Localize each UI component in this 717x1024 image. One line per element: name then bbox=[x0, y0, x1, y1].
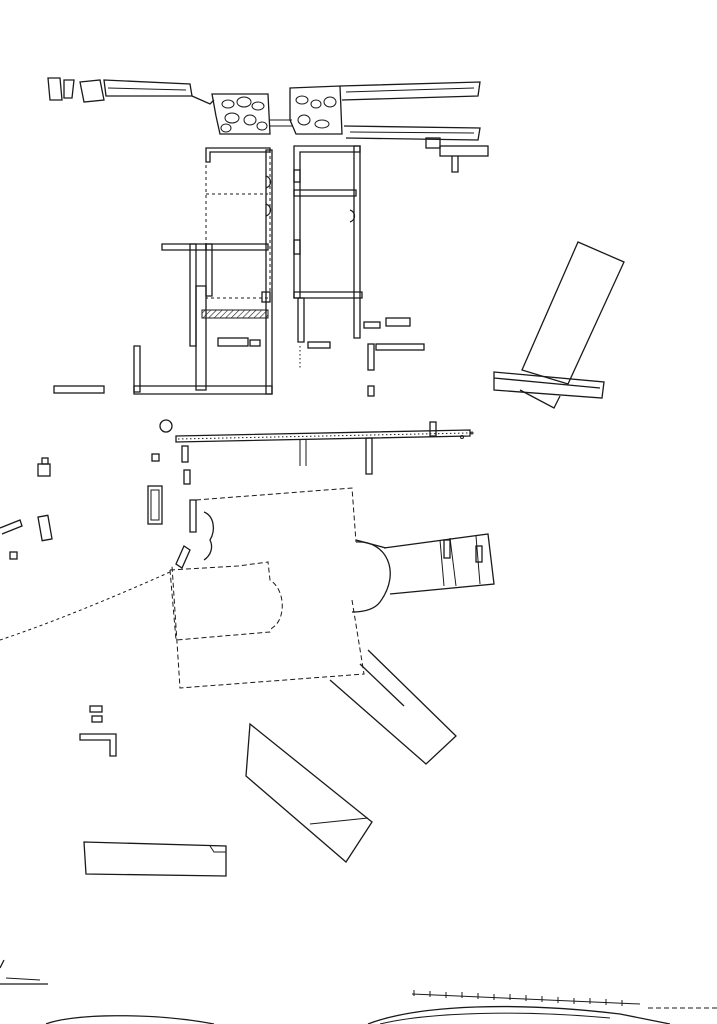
small-features-west bbox=[0, 457, 53, 560]
corner-fragment bbox=[79, 705, 117, 757]
slab-southwest bbox=[83, 841, 227, 877]
top-wall-rubble-left bbox=[211, 93, 292, 135]
slab-south bbox=[245, 722, 373, 863]
left-room-block bbox=[133, 147, 273, 395]
right-room-block bbox=[293, 145, 425, 397]
wall-fragment-west bbox=[53, 385, 105, 394]
top-wall-rubble-right bbox=[289, 85, 343, 135]
church-foundation bbox=[147, 485, 495, 765]
top-wall-left bbox=[47, 77, 215, 105]
shoreline bbox=[0, 959, 717, 1024]
marker-246 bbox=[151, 453, 160, 462]
slab-northeast bbox=[493, 241, 625, 409]
long-horizontal-wall bbox=[159, 419, 474, 485]
top-wall-right-long bbox=[339, 81, 489, 173]
dashed-curve-west bbox=[0, 571, 171, 641]
